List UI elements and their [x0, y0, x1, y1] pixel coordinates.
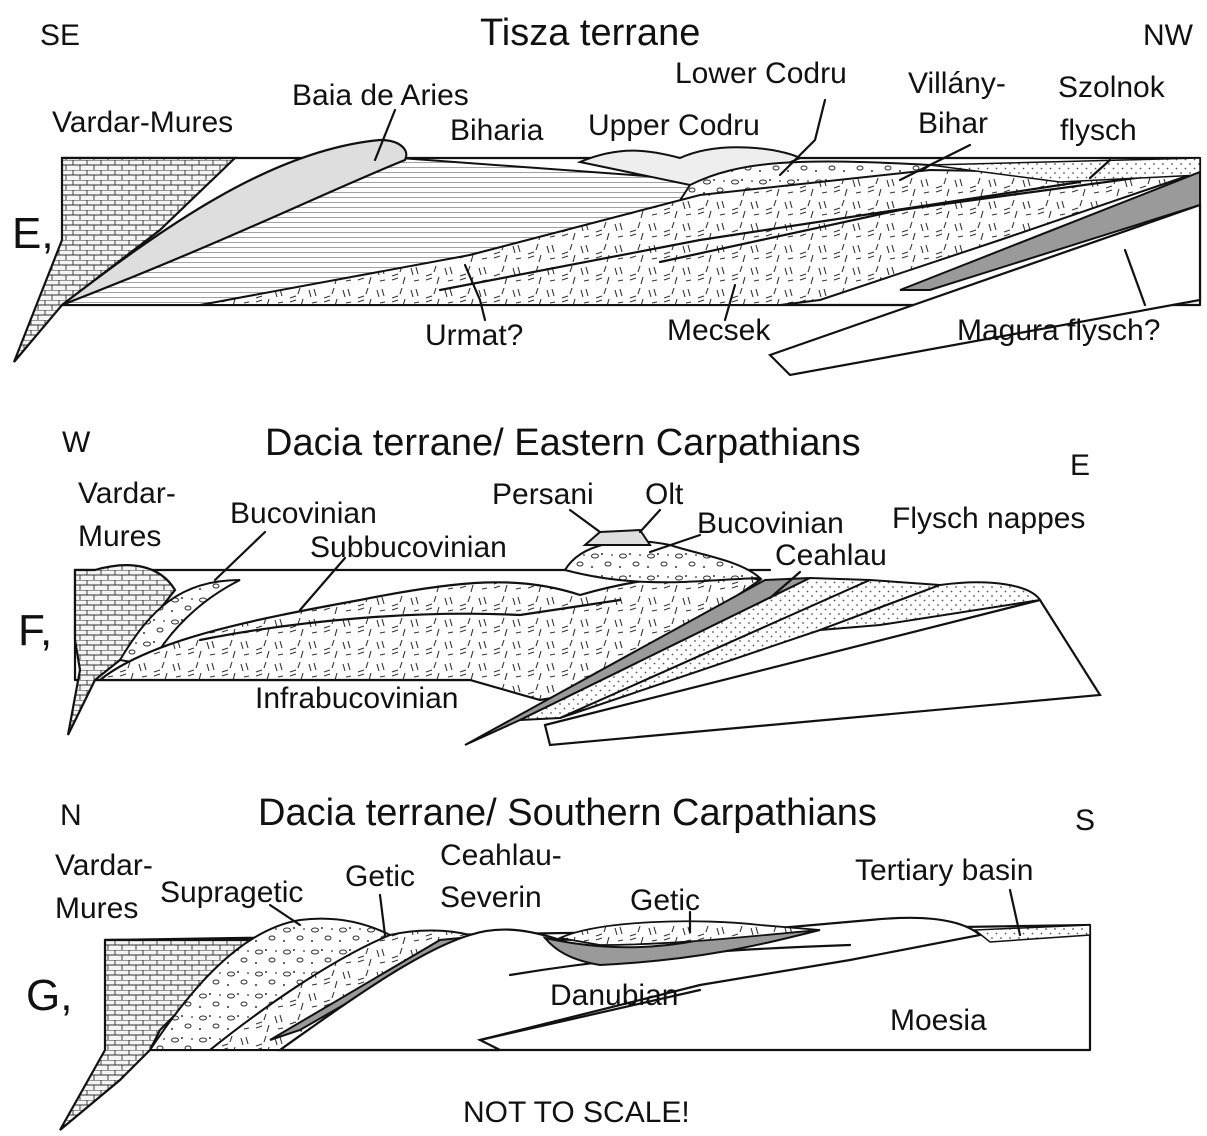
section-f-dir-right: E [1070, 449, 1090, 482]
section-e-label-szolnok: Szolnok [1058, 71, 1166, 104]
section-g-label-moesia: Moesia [890, 1004, 987, 1037]
section-f-label-bucovinian-right: Bucovinian [697, 507, 844, 540]
section-f-label-ceahlau: Ceahlau [775, 539, 887, 572]
section-f: W Dacia terrane/ Eastern Carpathians E F… [18, 422, 1100, 745]
section-g: N Dacia terrane/ Southern Carpathians S … [26, 792, 1095, 1130]
section-f-leader-olt [640, 510, 660, 532]
not-to-scale-note: NOT TO SCALE! [463, 1096, 690, 1129]
section-e: SE Tisza terrane NW E, Vardar-Mures Baia… [12, 12, 1200, 375]
section-e-dir-right: NW [1143, 19, 1194, 52]
section-f-label-vardar: Vardar- [78, 477, 176, 510]
section-f-leader-bucovinian [215, 532, 265, 580]
section-f-label-mures: Mures [78, 520, 161, 553]
section-e-label-magura: Magura flysch? [957, 314, 1160, 347]
section-e-label-upper-codru: Upper Codru [588, 109, 760, 142]
section-e-label-lower-codru: Lower Codru [675, 57, 847, 90]
section-f-label-olt: Olt [645, 478, 684, 511]
section-f-label-bucovinian-left: Bucovinian [230, 497, 377, 530]
section-g-label-tertiary-basin: Tertiary basin [855, 854, 1033, 887]
section-g-label-supragetic: Supragetic [160, 876, 303, 909]
section-f-label-infrabucovinian: Infrabucovinian [255, 682, 458, 715]
section-g-dir-right: S [1075, 804, 1095, 837]
section-e-label-urmat: Urmat? [425, 319, 523, 352]
section-g-label-getic-left: Getic [345, 860, 415, 893]
section-g-label-severin: Severin [440, 881, 542, 914]
section-f-leader-subbucovinian [300, 558, 345, 610]
section-f-title: Dacia terrane/ Eastern Carpathians [265, 422, 861, 464]
section-e-label-vardar-mures: Vardar-Mures [52, 106, 233, 139]
section-g-label-vardar: Vardar- [55, 849, 153, 882]
section-f-letter: F, [18, 606, 52, 655]
section-g-label-mures: Mures [55, 892, 138, 925]
section-e-label-baia-de-aries: Baia de Aries [292, 79, 469, 112]
section-e-letter: E, [12, 209, 54, 258]
section-f-label-subbucovinian: Subbucovinian [310, 531, 507, 564]
section-f-label-flysch-nappes: Flysch nappes [892, 502, 1085, 535]
section-f-leader-persani [570, 510, 600, 532]
section-g-label-ceahlau: Ceahlau- [440, 839, 562, 872]
section-g-letter: G, [26, 971, 72, 1020]
section-g-leader-getic [380, 895, 385, 935]
section-g-label-getic-right: Getic [630, 884, 700, 917]
section-e-label-biharia: Biharia [450, 114, 544, 147]
section-g-title: Dacia terrane/ Southern Carpathians [258, 792, 877, 834]
section-g-label-danubian: Danubian [550, 979, 678, 1012]
section-f-dir-left: W [62, 426, 91, 459]
section-g-dir-left: N [60, 799, 82, 832]
section-e-dir-left: SE [40, 19, 80, 52]
section-f-label-persani: Persani [492, 478, 594, 511]
section-e-label-flysch: flysch [1060, 114, 1137, 147]
section-e-title: Tisza terrane [480, 12, 700, 54]
section-e-label-bihar: Bihar [918, 107, 988, 140]
section-e-label-mecsek: Mecsek [667, 314, 771, 347]
section-e-label-villany: Villány- [908, 67, 1006, 100]
